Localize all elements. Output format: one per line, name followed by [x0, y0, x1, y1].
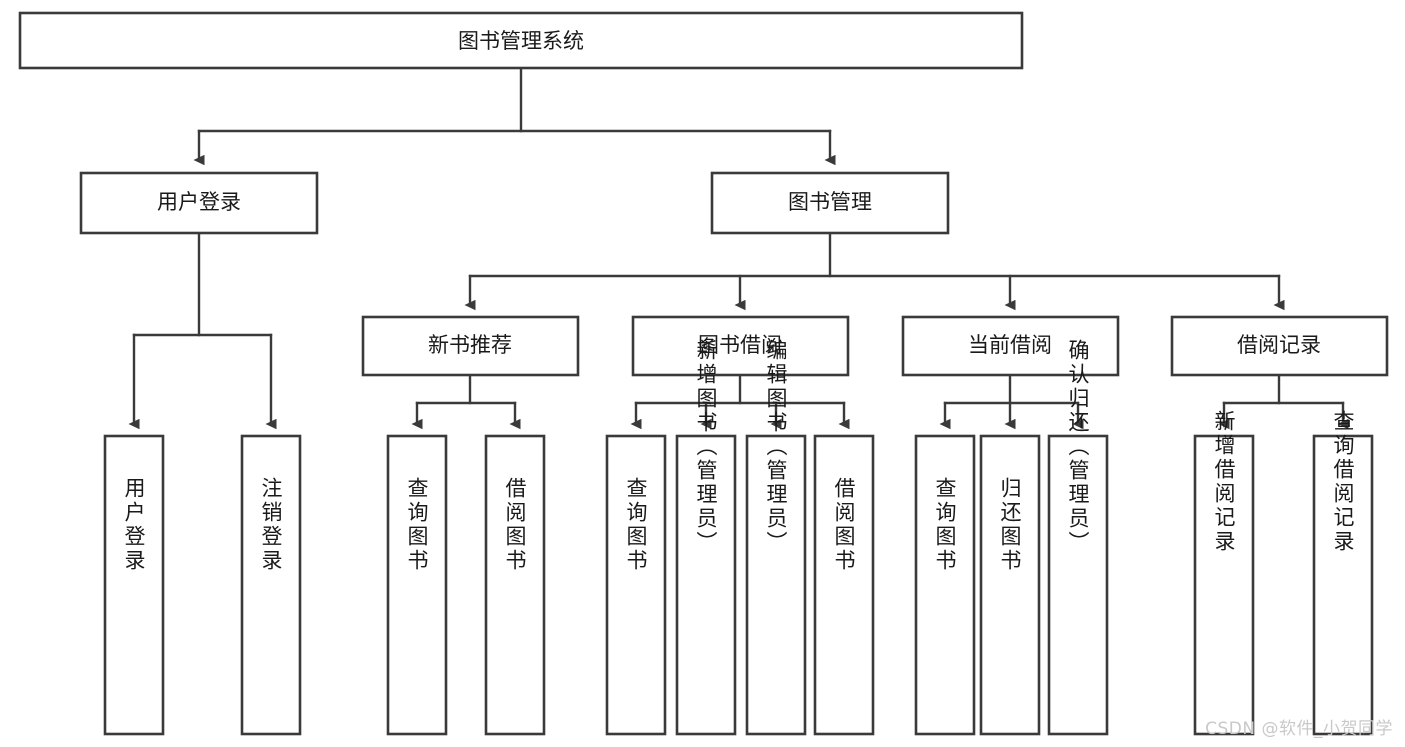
node-borrow-record-label: 借阅记录 [1237, 333, 1321, 357]
node-book-borrow[interactable]: 图书借阅 [631, 315, 850, 377]
connector-currentborrow-to-leaves [939, 373, 1084, 430]
node-leaf-edit-book-label: 编辑图书（管理员） [764, 339, 788, 555]
node-book-management[interactable]: 图书管理 [710, 171, 950, 235]
connector-userlogin-to-leaves [128, 231, 277, 430]
node-leaf-confirm-return-label: 确认归还（管理员） [1066, 339, 1090, 555]
node-leaf-return-book-label: 归还图书 [998, 477, 1022, 573]
node-leaf-add-book[interactable]: 新增图书（管理员） [675, 339, 737, 736]
node-root[interactable]: 图书管理系统 [18, 11, 1024, 70]
node-leaf-query-book-2-label: 查询图书 [624, 477, 648, 573]
node-new-book-recommend[interactable]: 新书推荐 [361, 315, 580, 377]
node-leaf-edit-book[interactable]: 编辑图书（管理员） [745, 339, 807, 736]
node-current-borrow-label: 当前借阅 [968, 333, 1052, 357]
csdn-watermark: CSDN @软件_小贺同学 [1205, 719, 1393, 739]
node-leaf-query-book-2[interactable]: 查询图书 [605, 434, 667, 736]
node-leaf-query-book-3[interactable]: 查询图书 [914, 434, 976, 736]
node-leaf-borrow-book-2[interactable]: 借阅图书 [813, 434, 875, 736]
node-leaf-borrow-book-1[interactable]: 借阅图书 [484, 434, 546, 736]
node-leaf-query-borrow-record-label: 查询借阅记录 [1331, 410, 1355, 554]
node-leaf-logout-label: 注销登录 [259, 477, 283, 573]
node-leaf-confirm-return[interactable]: 确认归还（管理员） [1047, 339, 1109, 736]
node-user-login-label: 用户登录 [157, 190, 241, 214]
connector-borrowrecord-to-leaves [1218, 373, 1349, 430]
node-leaf-borrow-book-2-label: 借阅图书 [832, 477, 856, 573]
connector-newbook-to-leaves [411, 373, 521, 430]
node-leaf-logout[interactable]: 注销登录 [240, 434, 302, 736]
node-leaf-borrow-book-1-label: 借阅图书 [503, 477, 527, 573]
node-user-login[interactable]: 用户登录 [79, 171, 319, 235]
node-current-borrow[interactable]: 当前借阅 [901, 315, 1120, 377]
connector-root-to-level2 [193, 66, 836, 166]
node-leaf-query-book-1[interactable]: 查询图书 [386, 434, 448, 736]
node-leaf-add-book-label: 新增图书（管理员） [694, 339, 718, 555]
connector-bookmgmt-to-level3 [464, 231, 1285, 311]
node-book-management-label: 图书管理 [788, 190, 872, 214]
node-leaf-add-borrow-record-label: 新增借阅记录 [1212, 410, 1236, 554]
node-leaf-query-book-3-label: 查询图书 [933, 477, 957, 573]
node-leaf-query-book-1-label: 查询图书 [405, 477, 429, 573]
node-leaf-user-login[interactable]: 用户登录 [103, 434, 165, 736]
node-leaf-user-login-label: 用户登录 [122, 477, 146, 573]
node-leaf-add-borrow-record[interactable]: 新增借阅记录 [1193, 410, 1255, 736]
node-leaf-query-borrow-record[interactable]: 查询借阅记录 [1312, 410, 1374, 736]
connector-bookborrow-to-leaves [630, 373, 850, 430]
node-root-label: 图书管理系统 [458, 29, 584, 53]
node-book-borrow-label: 图书借阅 [698, 333, 782, 357]
node-new-book-recommend-label: 新书推荐 [428, 333, 512, 357]
node-leaf-return-book[interactable]: 归还图书 [979, 434, 1041, 736]
node-borrow-record[interactable]: 借阅记录 [1170, 315, 1389, 377]
